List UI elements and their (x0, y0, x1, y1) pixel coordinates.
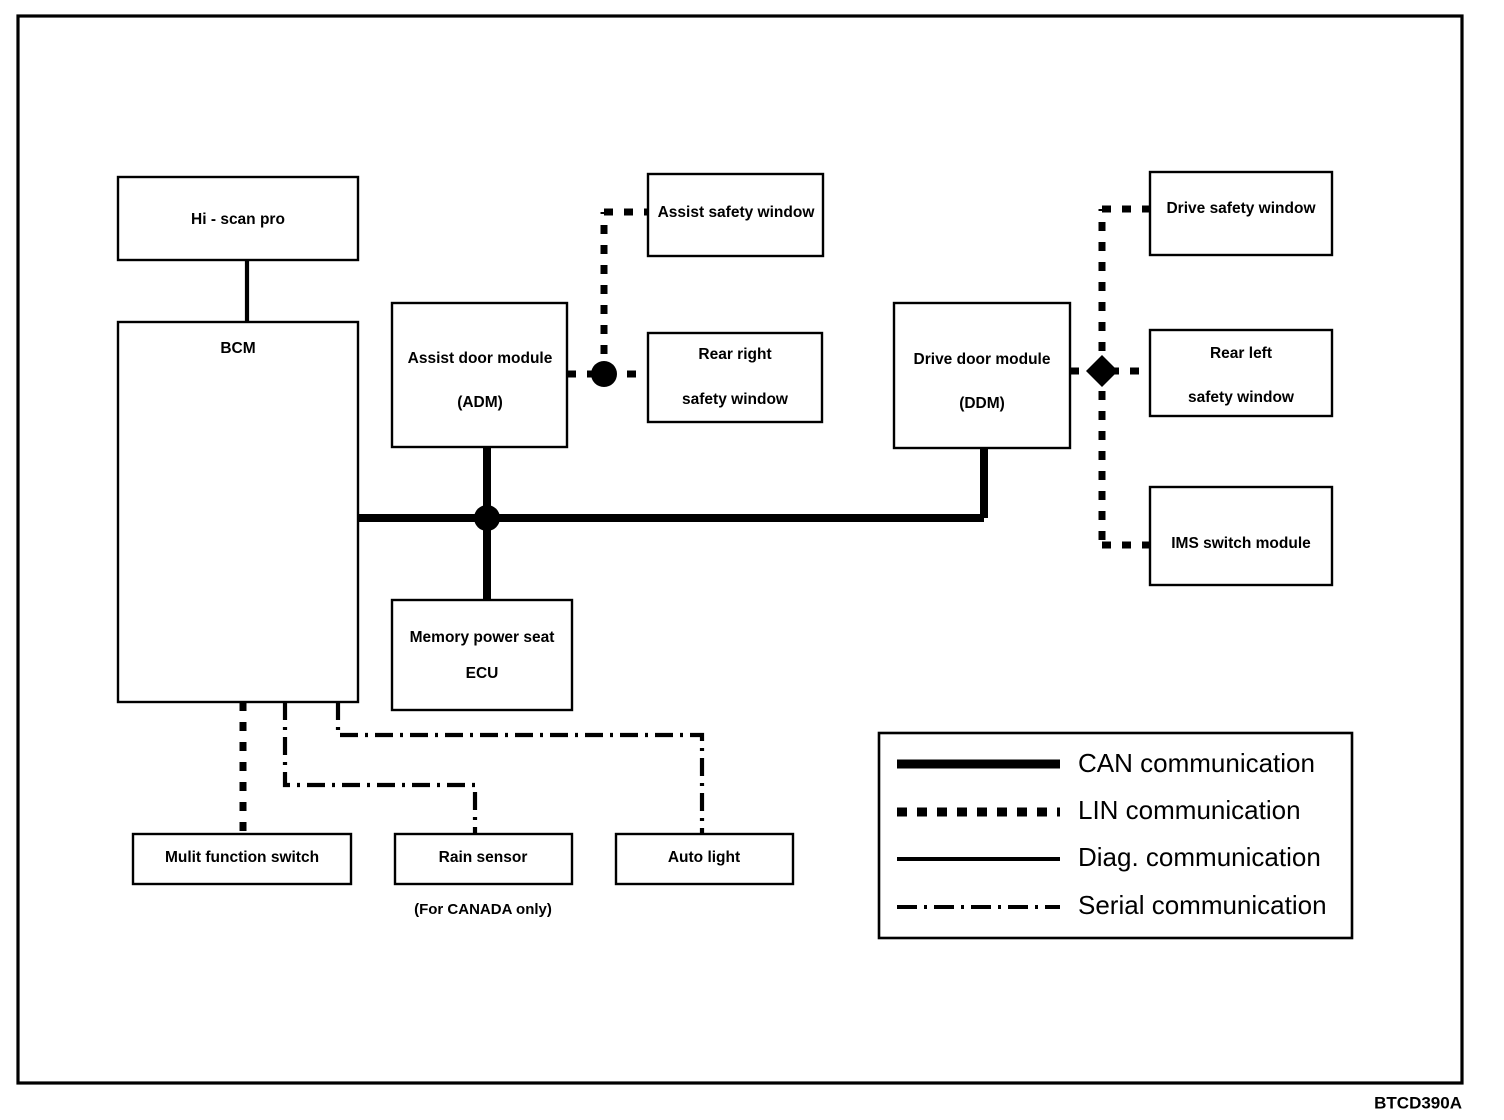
legend-label-lin: LIN communication (1078, 795, 1301, 825)
node-ims-switch-module[interactable] (1148, 485, 1334, 587)
node-drive-safety-window[interactable] (1148, 170, 1334, 257)
node-multi-function-switch-label: Mulit function switch (165, 849, 319, 866)
node-bcm-label: BCM (220, 340, 255, 357)
legend-label-serial: Serial communication (1078, 890, 1327, 920)
figure-code-label: BTCD390A (1374, 1093, 1462, 1112)
node-rear-left-safety-window[interactable] (1148, 328, 1334, 418)
node-rear-right-label-line2: safety window (682, 391, 789, 408)
lin-junction-node-adm (591, 361, 617, 387)
legend-label-can: CAN communication (1078, 748, 1315, 778)
node-hi-scan-pro-label: Hi - scan pro (191, 211, 285, 228)
legend-item-diag: Diag. communication (897, 842, 1321, 872)
node-auto-light-label: Auto light (668, 849, 740, 866)
can-junction-node (474, 505, 500, 531)
node-rear-right-label-line1: Rear right (698, 346, 771, 363)
node-memory-seat-label-line2: ECU (466, 665, 499, 682)
node-assist-safety-window-label: Assist safety window (658, 204, 816, 221)
rain-sensor-note: (For CANADA only) (414, 901, 552, 918)
node-memory-seat-label-line1: Memory power seat (410, 629, 555, 646)
node-auto-light[interactable] (614, 832, 795, 886)
node-bcm[interactable] (116, 320, 360, 704)
node-adm-label-line2: (ADM) (457, 394, 503, 411)
node-adm-label-line1: Assist door module (408, 350, 553, 367)
node-ims-switch-module-label: IMS switch module (1171, 535, 1311, 552)
node-rain-sensor-label: Rain sensor (439, 849, 528, 866)
outer-frame (16, 14, 1464, 1085)
legend-item-lin: LIN communication (897, 795, 1301, 825)
legend-item-can: CAN communication (897, 748, 1315, 778)
legend-item-serial: Serial communication (897, 890, 1327, 920)
serial-link-bcm-rain-sensor (282, 702, 478, 834)
node-hi-scan-pro[interactable] (116, 175, 360, 262)
node-drive-door-module[interactable] (892, 301, 1072, 450)
node-ddm-label-line2: (DDM) (959, 395, 1005, 412)
node-rear-left-label-line1: Rear left (1210, 345, 1272, 362)
node-assist-safety-window[interactable] (646, 172, 825, 258)
node-rain-sensor[interactable] (393, 832, 574, 886)
lin-junction-node-ddm (1086, 355, 1118, 387)
node-multi-function-switch[interactable] (131, 832, 353, 886)
node-ddm-label-line1: Drive door module (914, 351, 1051, 368)
legend-label-diag: Diag. communication (1078, 842, 1321, 872)
node-assist-door-module[interactable] (390, 301, 569, 449)
node-rear-right-safety-window[interactable] (646, 331, 824, 424)
serial-link-bcm-auto-light (335, 702, 705, 834)
node-rear-left-label-line2: safety window (1188, 389, 1295, 406)
node-memory-power-seat-ecu[interactable] (390, 598, 574, 712)
node-drive-safety-window-label: Drive safety window (1166, 200, 1316, 217)
